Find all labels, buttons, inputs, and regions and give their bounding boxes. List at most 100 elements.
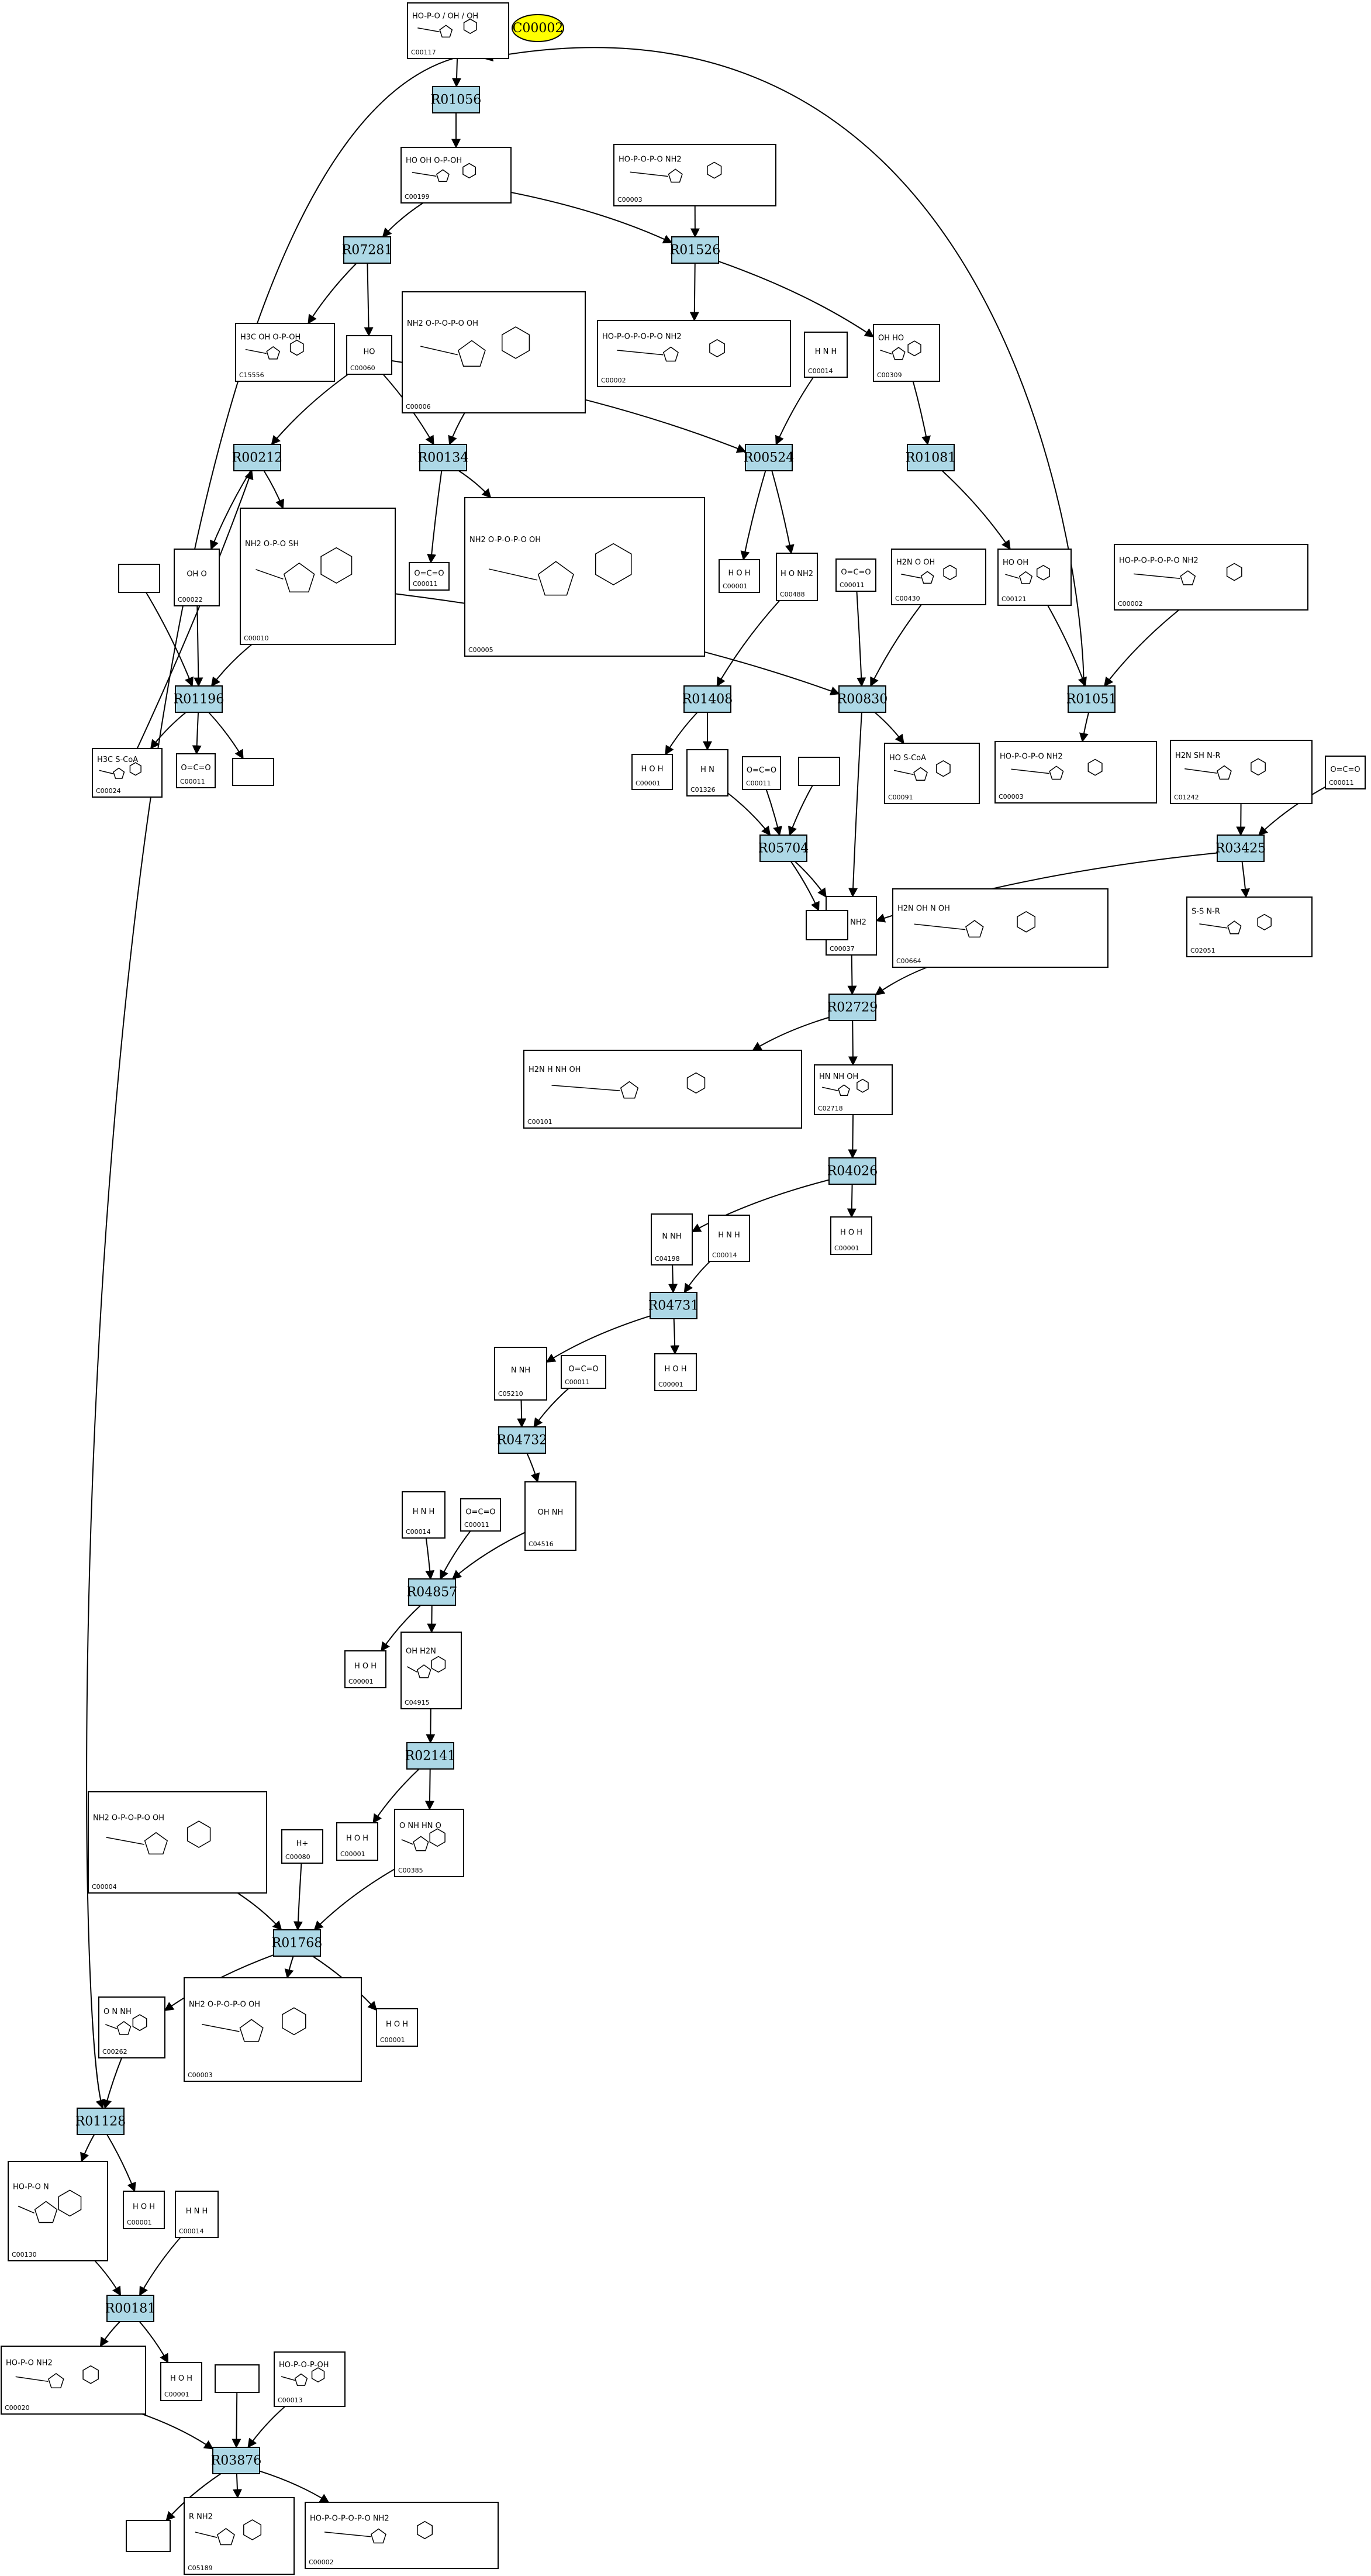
compound-box[interactable] [92,748,163,798]
reaction-node[interactable]: R00524 [744,444,795,471]
compound-box[interactable] [814,1064,893,1115]
compound-box[interactable] [235,323,335,382]
compound-box[interactable] [1170,740,1313,804]
compound-box[interactable] [346,335,392,375]
compound-box[interactable] [126,2520,171,2552]
compound-box[interactable] [997,549,1072,606]
compound-box[interactable] [176,753,216,788]
compound-box[interactable] [597,320,791,387]
compound-box[interactable] [686,749,728,796]
compound-box[interactable] [407,2,509,59]
compound-node[interactable] [232,758,274,786]
compound-box[interactable] [376,2008,418,2047]
reaction-node[interactable]: R01056 [431,86,482,113]
reaction-node[interactable]: R05704 [758,834,809,862]
reaction-node[interactable]: R01526 [670,236,721,264]
reaction-box[interactable] [683,685,731,713]
compound-box[interactable] [88,1791,267,1894]
reaction-node[interactable]: R01051 [1066,685,1117,713]
compound-box[interactable] [804,332,848,378]
reaction-node[interactable]: R01128 [75,2108,126,2135]
compound-box[interactable] [402,291,586,413]
compound-box[interactable] [336,1822,378,1861]
compound-box[interactable] [835,558,876,592]
reaction-box[interactable] [828,994,876,1021]
reaction-node[interactable]: R03425 [1215,834,1266,862]
reaction-box[interactable] [650,1292,697,1319]
reaction-node[interactable]: R01768 [272,1929,323,1957]
reaction-box[interactable] [1068,685,1116,713]
compound-box[interactable] [394,1809,464,1877]
reaction-box[interactable] [273,1929,321,1957]
compound-box[interactable] [654,1353,697,1391]
compound-box[interactable] [884,743,980,804]
reaction-node[interactable]: R04732 [497,1426,548,1454]
highlight-ellipse[interactable] [512,14,564,42]
reaction-box[interactable] [1217,834,1265,862]
compound-box[interactable] [305,2502,499,2569]
compound-box[interactable] [98,1996,165,2058]
compound-box[interactable] [174,549,220,606]
reaction-box[interactable] [343,236,391,264]
compound-box[interactable] [776,553,818,601]
compound-box[interactable] [232,758,274,786]
reaction-node[interactable]: R02729 [827,994,878,1021]
compound-node[interactable] [215,2364,260,2393]
compound-box[interactable] [561,1355,606,1389]
reaction-node[interactable]: R00181 [105,2295,156,2322]
reaction-box[interactable] [77,2108,125,2135]
reaction-box[interactable] [498,1426,546,1454]
compound-box[interactable] [830,1216,872,1255]
compound-box[interactable] [400,1632,462,1709]
compound-node[interactable] [806,910,848,940]
compound-box[interactable] [631,754,673,790]
compound-box[interactable] [494,1347,547,1401]
compound-box[interactable] [118,564,160,593]
reaction-box[interactable] [406,1742,454,1770]
compound-box[interactable] [1114,544,1308,611]
compound-box[interactable] [523,1050,802,1129]
reaction-node[interactable]: R07281 [342,236,393,264]
compound-box[interactable] [184,1977,362,2082]
compound-box[interactable] [8,2161,108,2261]
reaction-node[interactable]: R00830 [837,685,888,713]
compound-box[interactable] [798,757,840,786]
reaction-box[interactable] [175,685,223,713]
reaction-node[interactable]: R01196 [174,685,225,713]
compound-box[interactable] [891,549,986,605]
compound-box[interactable] [806,910,848,940]
